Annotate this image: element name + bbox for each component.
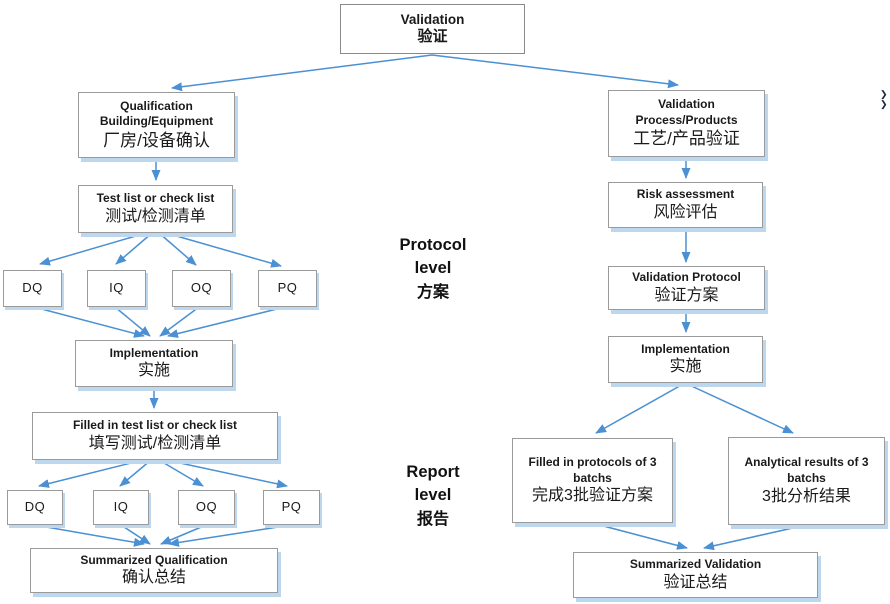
right-edge-artifact-icon: ❯ bbox=[880, 89, 888, 99]
node-label-en: Summarized Validation bbox=[629, 557, 762, 572]
node-filled-test-list: Filled in test list or check list 填写测试/检… bbox=[32, 412, 278, 460]
node-label-zh: 验证 bbox=[417, 28, 448, 46]
node-dq-protocol: DQ bbox=[3, 270, 62, 307]
level-label-zh: 报告 bbox=[416, 511, 449, 529]
node-label-en: Analytical results of 3 batchs bbox=[744, 455, 869, 485]
protocol-level-label: Protocol level 方案 bbox=[378, 234, 488, 304]
node-label-en: Filled in test list or check list bbox=[72, 418, 238, 433]
right-edge-artifact-icon: ❯ bbox=[880, 99, 888, 109]
node-label-en: IQ bbox=[109, 280, 124, 296]
node-pq-report: PQ bbox=[263, 490, 320, 525]
report-level-label: Report level 报告 bbox=[378, 461, 488, 531]
node-oq-protocol: OQ bbox=[172, 270, 231, 307]
node-label-en: Implementation bbox=[641, 341, 730, 356]
node-label-en: OQ bbox=[195, 499, 218, 515]
node-label-en: Test list or check list bbox=[96, 191, 215, 206]
level-label-zh: 方案 bbox=[416, 284, 449, 302]
node-pq-protocol: PQ bbox=[258, 270, 317, 307]
node-analytical-results-3-batchs: Analytical results of 3 batchs 3批分析结果 bbox=[728, 437, 885, 525]
node-iq-report: IQ bbox=[93, 490, 149, 525]
node-label-zh: 3批分析结果 bbox=[762, 487, 851, 505]
node-risk-assessment: Risk assessment 风险评估 bbox=[608, 182, 763, 228]
node-label-zh: 实施 bbox=[137, 362, 170, 380]
node-iq-protocol: IQ bbox=[87, 270, 146, 307]
node-label-en: DQ bbox=[24, 499, 46, 515]
node-label-en: PQ bbox=[277, 280, 298, 296]
node-label-zh: 完成3批验证方案 bbox=[532, 487, 653, 505]
node-label-zh: 测试/检测清单 bbox=[105, 207, 206, 225]
node-label-en: Filled in protocols of 3 batchs bbox=[528, 454, 657, 485]
node-validation-protocol: Validation Protocol 验证方案 bbox=[608, 266, 765, 310]
node-label-zh: 填写测试/检测清单 bbox=[88, 434, 222, 452]
node-summarized-qualification: Summarized Qualification 确认总结 bbox=[30, 548, 278, 593]
node-label-zh: 工艺/产品验证 bbox=[633, 129, 740, 149]
node-validation: Validation 验证 bbox=[340, 4, 525, 54]
node-label-en: Validation bbox=[400, 11, 465, 27]
node-label-en: IQ bbox=[113, 499, 129, 515]
node-label-en: OQ bbox=[190, 280, 213, 296]
node-qualification-building-equipment: Qualification Building/Equipment 厂房/设备确认 bbox=[78, 92, 235, 158]
node-test-list: Test list or check list 测试/检测清单 bbox=[78, 185, 233, 233]
node-label-en: Qualification Building/Equipment bbox=[99, 98, 214, 129]
node-label-zh: 风险评估 bbox=[653, 203, 718, 221]
node-label-en: PQ bbox=[281, 499, 302, 515]
node-label-en: Validation Process/Products bbox=[635, 97, 738, 127]
node-label-en: Risk assessment bbox=[636, 187, 735, 202]
node-label-zh: 验证总结 bbox=[663, 573, 728, 591]
node-label-zh: 厂房/设备确认 bbox=[103, 130, 210, 150]
node-implementation-right: Implementation 实施 bbox=[608, 336, 763, 383]
node-label-zh: 实施 bbox=[669, 358, 702, 376]
node-label-zh: 验证方案 bbox=[654, 286, 719, 304]
node-label-en: DQ bbox=[22, 280, 43, 296]
node-validation-process-products: Validation Process/Products 工艺/产品验证 bbox=[608, 90, 765, 157]
node-label-en: Summarized Qualification bbox=[80, 552, 228, 567]
node-label-zh: 确认总结 bbox=[121, 569, 186, 587]
node-summarized-validation: Summarized Validation 验证总结 bbox=[573, 552, 818, 598]
node-implementation-left: Implementation 实施 bbox=[75, 340, 233, 387]
level-label-en: Report level bbox=[406, 463, 460, 505]
node-filled-protocols-3-batchs: Filled in protocols of 3 batchs 完成3批验证方案 bbox=[512, 438, 673, 523]
level-label-en: Protocol level bbox=[399, 236, 467, 278]
node-oq-report: OQ bbox=[178, 490, 235, 525]
node-label-en: Validation Protocol bbox=[632, 270, 741, 285]
node-dq-report: DQ bbox=[7, 490, 63, 525]
node-label-en: Implementation bbox=[109, 345, 199, 360]
